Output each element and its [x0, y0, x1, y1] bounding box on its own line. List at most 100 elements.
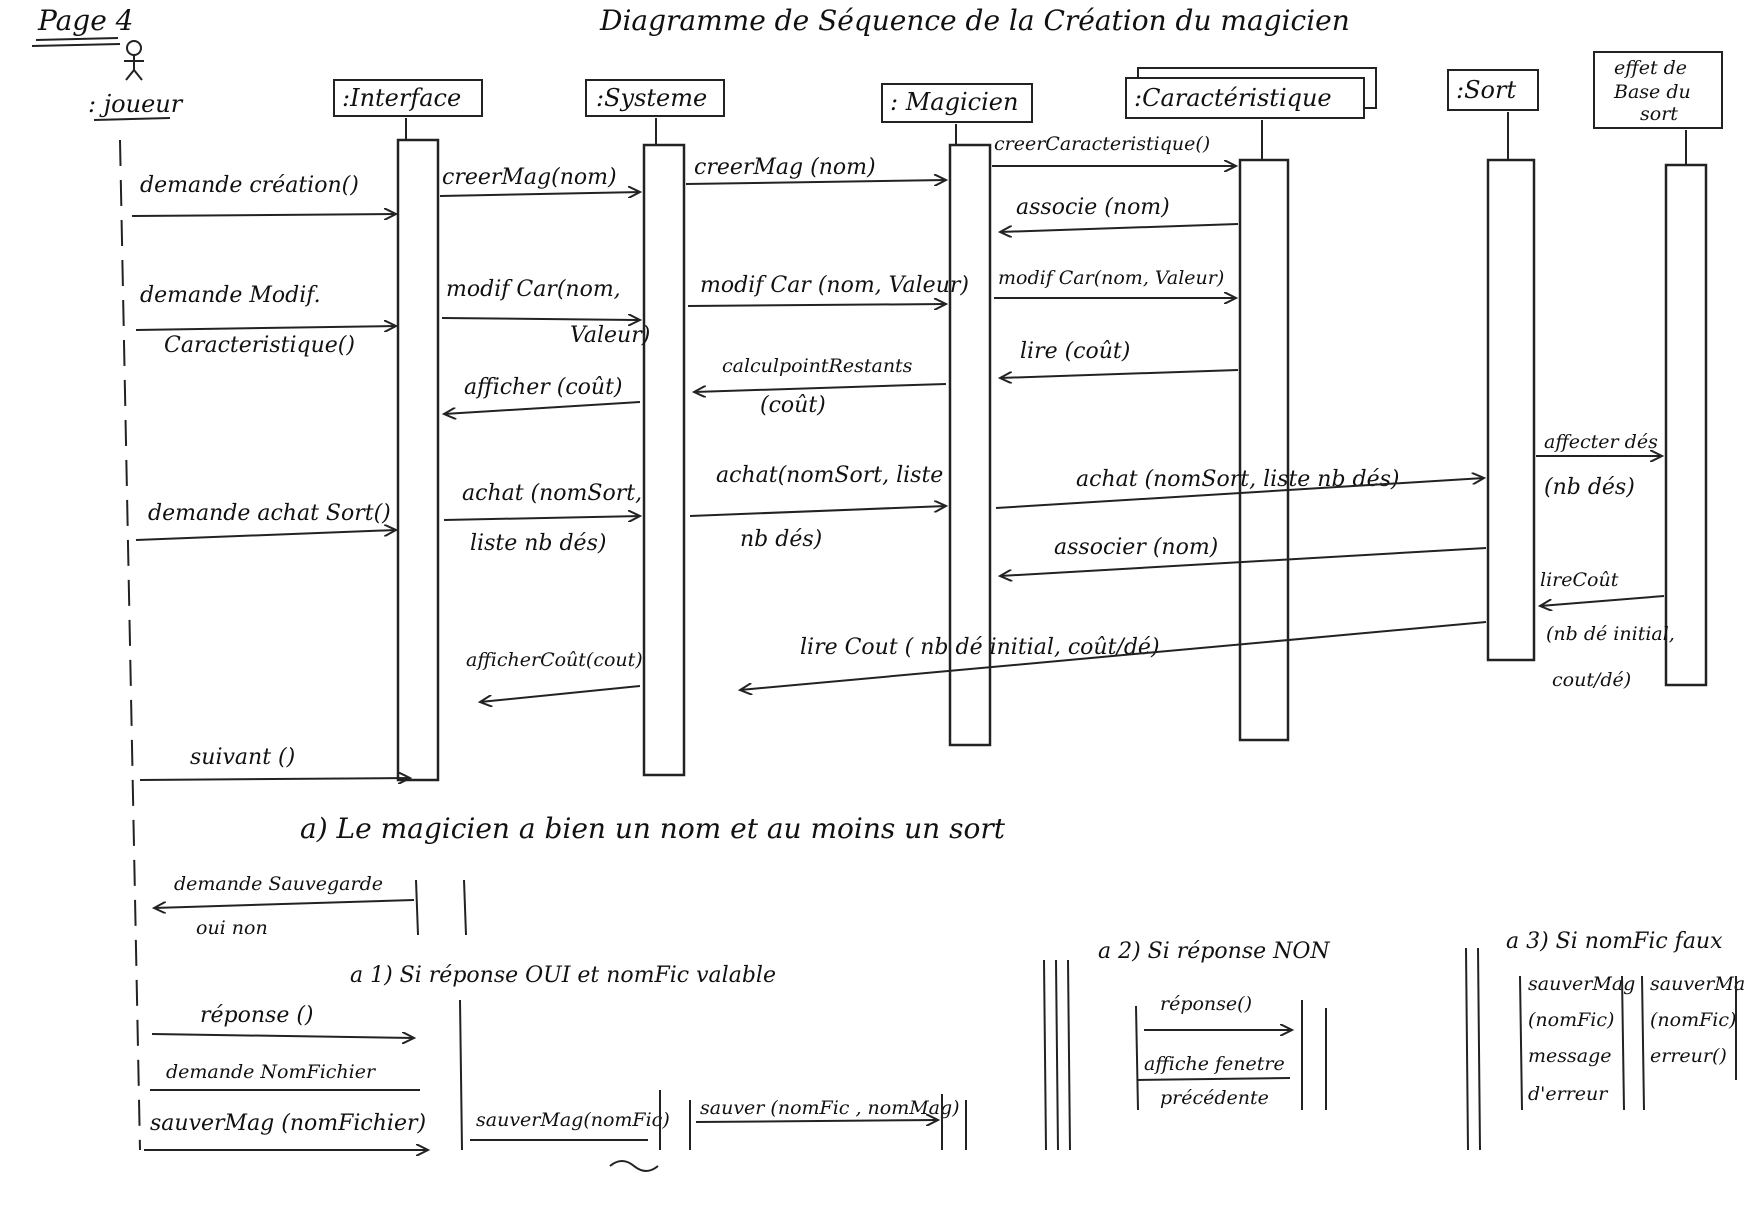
- section-a3-heading: a 3) Si nomFic faux: [1506, 929, 1723, 954]
- message-calculpoint-1: calculpointRestants: [722, 355, 913, 377]
- message-afficher-cout: afficher (coût): [464, 375, 623, 400]
- separator-1c: [1067, 959, 1071, 1151]
- message-associer: associer (nom): [1054, 535, 1218, 560]
- a3-col1-line4: d'erreur: [1528, 1083, 1609, 1105]
- separator-2a: [1465, 947, 1469, 1151]
- arrow-associe: [1000, 223, 1239, 232]
- arrow-reponse-a1: [151, 1034, 414, 1038]
- actor-underline: [93, 117, 171, 121]
- arrow-achat-interface: [443, 516, 640, 520]
- a3-col1-line1: sauverMag: [1528, 973, 1635, 995]
- arrow-calculpoint: [694, 383, 947, 392]
- activation-sort: [1486, 158, 1536, 662]
- actor-icon: [124, 40, 144, 81]
- arrow-afficher-cout: [444, 401, 641, 414]
- fragment-lifeline-right: [463, 879, 467, 936]
- arrow-demande-sauvegarde: [154, 899, 415, 908]
- arrow-associer: [1000, 547, 1487, 576]
- message-sauvermag-nomfichier: sauverMag (nomFichier): [150, 1111, 426, 1136]
- lifeline-head-effet: [1593, 51, 1723, 129]
- lifeline-label-systeme: :Systeme: [596, 84, 707, 112]
- message-precedente: précédente: [1160, 1087, 1269, 1109]
- lifeline-label-effet-2: Base du: [1613, 81, 1691, 103]
- arrow-modifcar-interface: [441, 318, 640, 320]
- arrow-achat-systeme: [689, 506, 946, 517]
- lifeline-head-sort: [1447, 69, 1539, 111]
- lifeline-head-caracteristique: [1125, 77, 1365, 119]
- message-demande-achat: demande achat Sort(): [148, 501, 391, 526]
- message-reponse-a1: réponse (): [200, 1003, 314, 1028]
- separator-1b: [1055, 959, 1059, 1151]
- message-calculpoint-2: (coût): [760, 393, 826, 418]
- fragment-lifeline-left: [415, 879, 419, 936]
- arrow-achat-sort: [995, 478, 1484, 509]
- lifeline-label-magicien: : Magicien: [890, 88, 1018, 116]
- lifeline-head-systeme: [585, 79, 725, 117]
- a3-col1-line2: (nomFic): [1528, 1009, 1614, 1031]
- arrow-demande-achat: [135, 530, 396, 541]
- message-achat-systeme-1: achat(nomSort, liste: [716, 463, 943, 488]
- a3-lifeline-1: [1519, 975, 1523, 1111]
- section-a-heading: a) Le magicien a bien un nom et au moins…: [300, 812, 1006, 845]
- section-a1-heading: a 1) Si réponse OUI et nomFic valable: [350, 963, 776, 988]
- a3-lifeline-2: [1621, 975, 1625, 1111]
- lifeline-label-interface: :Interface: [342, 84, 461, 112]
- message-lire-cout-sort: lire Cout ( nb dé initial, coût/dé): [800, 635, 1160, 660]
- activation-effet: [1664, 163, 1708, 687]
- arrow-demande-modif: [135, 326, 396, 330]
- lifeline-label-sort: :Sort: [1456, 76, 1516, 104]
- actor-label: : joueur: [88, 90, 184, 118]
- arrow-afficher-cout-interface: [480, 685, 641, 702]
- activation-interface: [396, 138, 440, 782]
- message-nb-de-initial-1: (nb dé initial,: [1546, 623, 1675, 645]
- a3-col2-line1: sauverMag: [1650, 973, 1744, 995]
- message-modifcar-magicien: modif Car(nom, Valeur): [998, 267, 1224, 289]
- message-demande-modif-1: demande Modif.: [140, 283, 321, 308]
- message-demande-modif-2: Caracteristique(): [164, 333, 355, 358]
- arrow-demande-creation: [131, 214, 396, 216]
- message-modifcar-interface-1: modif Car(nom,: [446, 277, 621, 302]
- message-modifcar-interface-2: Valeur): [570, 323, 650, 348]
- message-modifcar-systeme: modif Car (nom, Valeur): [700, 273, 969, 298]
- page-label-underline-2: [31, 43, 121, 47]
- message-oui-non: oui non: [196, 917, 268, 939]
- message-lire-cout: lire (coût): [1020, 339, 1130, 364]
- diagram-title: Diagramme de Séquence de la Création du …: [599, 4, 1350, 37]
- message-sauver: sauver (nomFic , nomMag): [700, 1097, 960, 1119]
- arrow-suivant: [139, 778, 410, 780]
- message-creer-caracteristique: creerCaracteristique(): [994, 133, 1210, 155]
- message-achat-interface-2: liste nb dés): [470, 531, 606, 556]
- lifeline-head-interface: [333, 79, 483, 117]
- a3-lifeline-3: [1641, 975, 1645, 1111]
- message-reponse-a2: réponse(): [1160, 993, 1252, 1015]
- message-suivant: suivant (): [190, 745, 295, 770]
- arrow-modifcar-systeme: [687, 304, 946, 306]
- lifeline-head-magicien: [881, 83, 1033, 123]
- page-label: Page 4: [37, 4, 133, 37]
- arrow-creermag-interface: [439, 192, 640, 196]
- message-associe: associe (nom): [1016, 195, 1170, 220]
- message-creermag-systeme: creerMag (nom): [694, 155, 876, 180]
- page-label-underline: [35, 37, 119, 41]
- section-a2-heading: a 2) Si réponse NON: [1098, 939, 1330, 964]
- activation-magicien: [948, 143, 992, 747]
- separator-1a: [1043, 959, 1047, 1151]
- a3-col2-line2: (nomFic): [1650, 1009, 1736, 1031]
- message-demande-nomfichier: demande NomFichier: [166, 1061, 377, 1083]
- message-afficher-cout-interface: afficherCoût(cout): [466, 649, 643, 671]
- lifeline-label-effet-3: sort: [1640, 103, 1678, 125]
- a3-col1-line3: message: [1528, 1045, 1612, 1067]
- message-demande-sauvegarde: demande Sauvegarde: [174, 873, 383, 895]
- message-achat-systeme-2: nb dés): [740, 527, 822, 552]
- activation-systeme: [642, 143, 686, 777]
- a2-lifeline-left: [1135, 1005, 1139, 1111]
- lifeline-label-caracteristique: :Caractéristique: [1134, 84, 1332, 112]
- tilde-mark: [609, 1160, 659, 1172]
- separator-2b: [1477, 947, 1481, 1151]
- a1-lifeline-1: [459, 999, 463, 1151]
- message-nb-de-initial-2: cout/dé): [1552, 669, 1631, 691]
- message-creermag-interface: creerMag(nom): [442, 165, 617, 190]
- line-affiche-fenetre: [1137, 1077, 1291, 1081]
- arrow-sauver: [695, 1120, 938, 1122]
